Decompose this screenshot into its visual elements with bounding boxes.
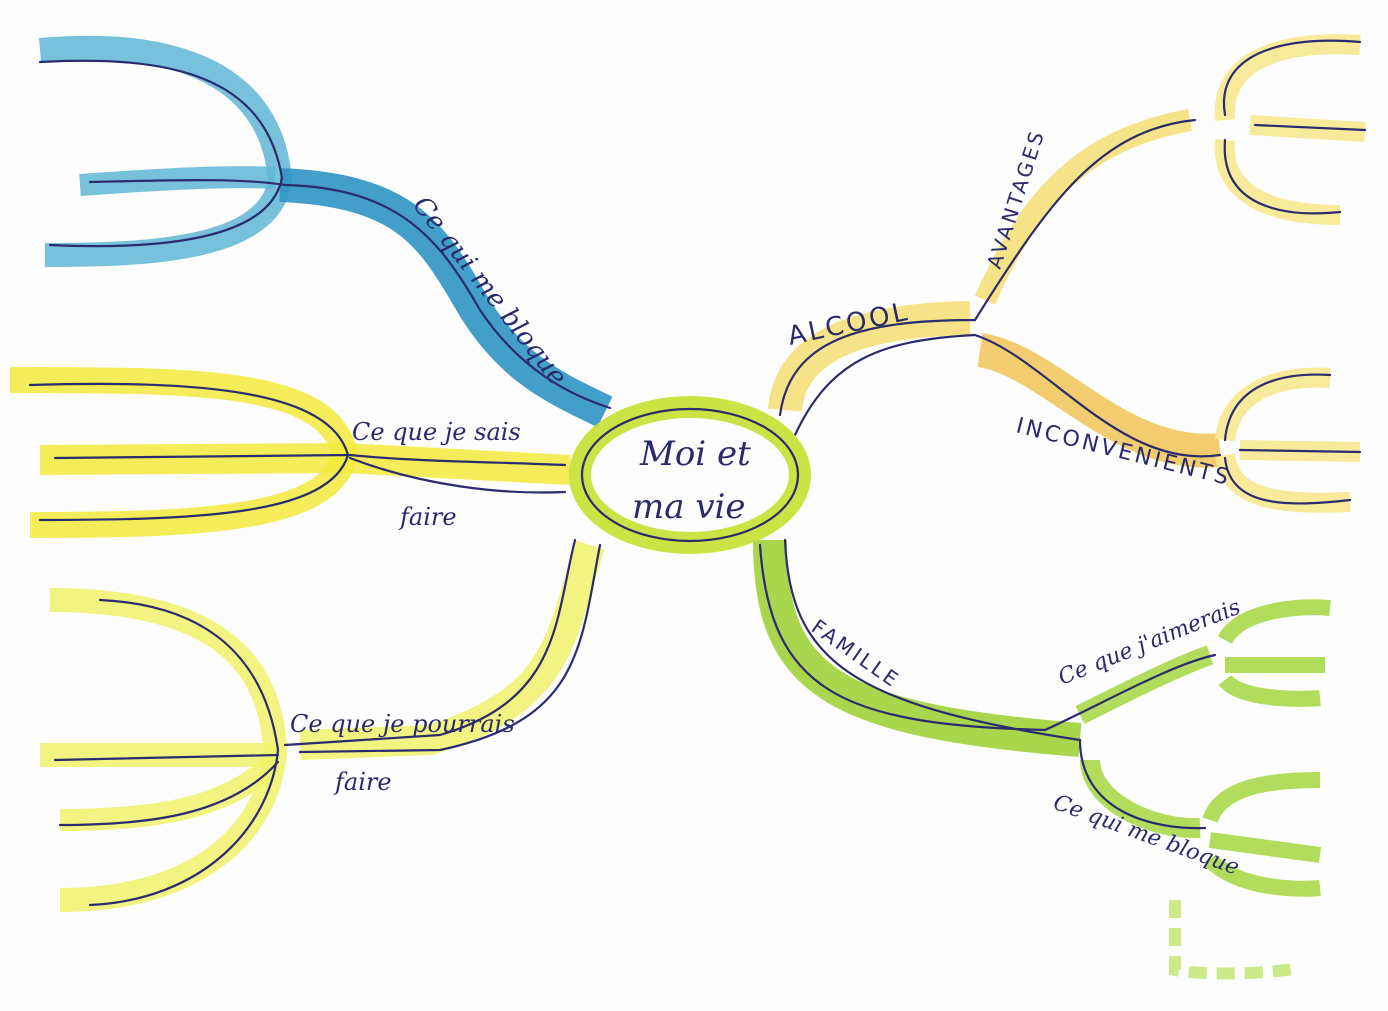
skills-label-line2: faire bbox=[398, 503, 457, 531]
branch-blocks bbox=[38, 35, 613, 428]
blocks-label: Ce qui me bloque bbox=[406, 191, 572, 392]
could-label-line1: Ce que je pourrais bbox=[290, 710, 515, 738]
branch-alcohol bbox=[768, 34, 1367, 513]
branch-could bbox=[40, 538, 605, 912]
center-label-line2: ma vie bbox=[632, 487, 746, 527]
branch-family bbox=[753, 538, 1331, 980]
branch-skills bbox=[9, 367, 571, 538]
central-topic bbox=[569, 396, 811, 554]
center-label-line1: Moi et bbox=[639, 434, 751, 474]
skills-label-line1: Ce que je sais bbox=[352, 418, 521, 446]
could-label-line2: faire bbox=[333, 768, 392, 796]
